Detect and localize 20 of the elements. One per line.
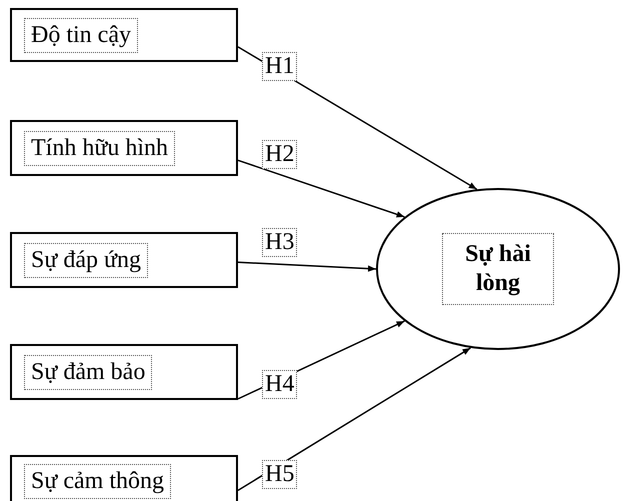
node-label: Độ tin cậy: [24, 18, 138, 52]
construct-box: [10, 455, 238, 501]
node-label: Sự đáp ứng: [24, 242, 148, 278]
hypothesis-label: H3: [262, 228, 298, 257]
node-label: Tính hữu hình: [24, 130, 176, 166]
arrow: [238, 160, 405, 218]
arrow: [238, 262, 376, 272]
hypothesis-label: H5: [262, 460, 298, 489]
hypothesis-label: H2: [262, 140, 298, 169]
construct-box: [10, 344, 238, 400]
hypothesis-label: H1: [262, 52, 298, 81]
hypothesis-label: H4: [262, 370, 298, 399]
construct-box: [10, 8, 238, 62]
node-label: Sự hài lòng: [442, 233, 554, 305]
arrow: [238, 347, 471, 491]
node-label: Sự đảm bảo: [24, 354, 152, 390]
construct-box: [10, 232, 238, 288]
construct-box: [10, 120, 238, 176]
node-label: Sự cảm thông: [24, 464, 171, 498]
ellipse-node: [376, 188, 620, 350]
